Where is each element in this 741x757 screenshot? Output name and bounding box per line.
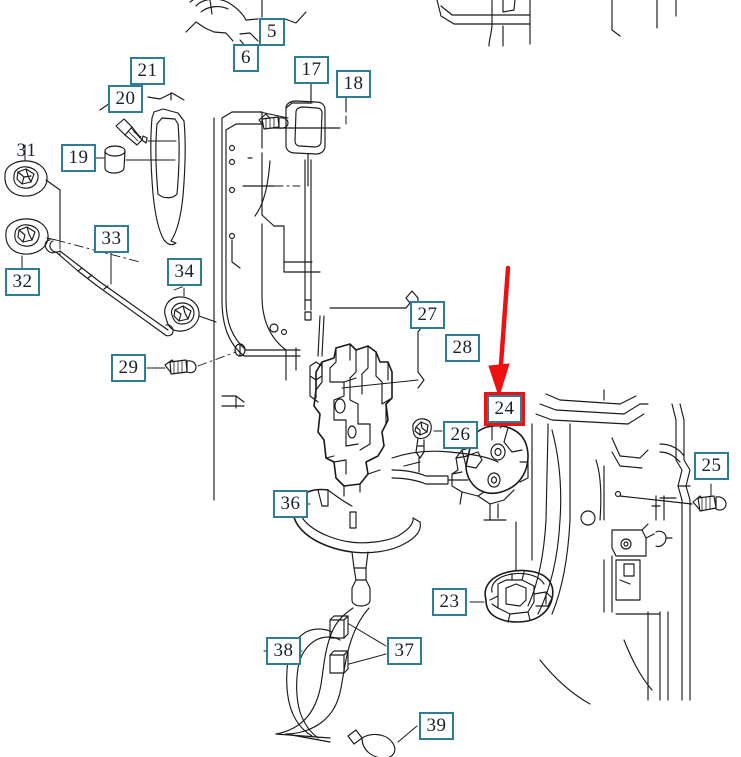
callout-33[interactable]: 33 xyxy=(94,225,129,253)
part-24-door-lock-latch xyxy=(451,423,529,521)
upper-right-window-frame xyxy=(436,0,677,47)
part-29-screw xyxy=(146,343,246,375)
callout-36-label: 36 xyxy=(280,492,301,514)
callout-29[interactable]: 29 xyxy=(111,354,146,382)
callout-25-label: 25 xyxy=(701,454,722,476)
right-body-pillar xyxy=(527,389,691,705)
part-21-handle-grip xyxy=(99,92,186,246)
callout-24[interactable]: 24 xyxy=(484,392,525,426)
callout-18[interactable]: 18 xyxy=(336,70,371,98)
callout-20[interactable]: 20 xyxy=(108,85,143,113)
part-17-striker-cover xyxy=(285,83,326,321)
callout-28-label: 28 xyxy=(452,336,473,358)
callout-23-label: 23 xyxy=(439,590,460,612)
upper-body-panel-fragments xyxy=(185,0,307,48)
callout-23[interactable]: 23 xyxy=(432,588,467,616)
latch-linkage-cables xyxy=(391,450,499,485)
callout-17[interactable]: 17 xyxy=(294,56,329,84)
callout-33-label: 33 xyxy=(101,227,122,249)
callout-6-label: 6 xyxy=(241,46,251,68)
part-23-rear-latch xyxy=(469,521,554,623)
callout-24-label: 24 xyxy=(494,397,515,419)
callout-6[interactable]: 6 xyxy=(233,44,259,72)
callout-20-label: 20 xyxy=(115,87,136,109)
callout-31-label: 31 xyxy=(16,139,37,161)
callout-32[interactable]: 32 xyxy=(5,268,40,296)
callout-38[interactable]: 38 xyxy=(266,637,301,665)
part-33-lock-rod xyxy=(44,239,174,337)
callout-25[interactable]: 25 xyxy=(694,452,729,480)
callout-39-label: 39 xyxy=(426,714,447,736)
callout-36[interactable]: 36 xyxy=(273,490,308,518)
callout-34[interactable]: 34 xyxy=(167,258,202,286)
callout-37-label: 37 xyxy=(394,639,415,661)
door-inner-panel xyxy=(213,111,321,501)
callout-28[interactable]: 28 xyxy=(445,334,480,362)
callout-27-label: 27 xyxy=(417,303,438,325)
callout-17-label: 17 xyxy=(301,58,322,80)
callout-29-label: 29 xyxy=(118,356,139,378)
callout-26-label: 26 xyxy=(450,423,471,445)
callout-37[interactable]: 37 xyxy=(387,637,422,665)
part-25-screw xyxy=(614,483,727,512)
red-highlight-arrow xyxy=(488,265,511,398)
callout-31[interactable]: 31 xyxy=(9,138,44,164)
callout-27[interactable]: 27 xyxy=(410,301,445,329)
callout-18-label: 18 xyxy=(343,72,364,94)
part-20-screw xyxy=(115,118,177,146)
callout-32-label: 32 xyxy=(12,270,33,292)
callout-21[interactable]: 21 xyxy=(130,57,165,85)
callout-19-label: 19 xyxy=(68,146,89,168)
callout-38-label: 38 xyxy=(273,639,294,661)
callout-21-label: 21 xyxy=(137,59,158,81)
part-26-clip xyxy=(412,418,443,473)
callout-5[interactable]: 5 xyxy=(259,18,285,46)
part-19-bush xyxy=(95,145,176,174)
callout-26[interactable]: 26 xyxy=(443,421,478,449)
callout-34-label: 34 xyxy=(174,260,195,282)
part-31-clip xyxy=(4,144,61,241)
callout-39[interactable]: 39 xyxy=(419,712,454,740)
callout-5-label: 5 xyxy=(267,20,277,42)
callout-19[interactable]: 19 xyxy=(61,144,96,172)
part-32-clip xyxy=(5,218,141,269)
